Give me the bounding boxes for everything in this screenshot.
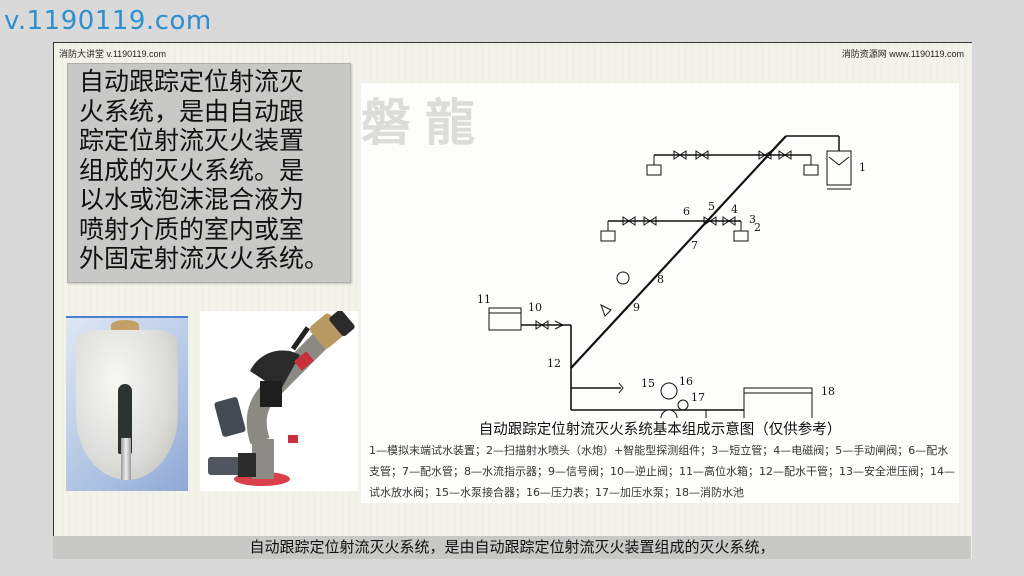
svg-text:5: 5 <box>708 200 715 213</box>
nozzle <box>121 438 131 480</box>
definition-line: 火系统，是由自动跟 <box>79 96 305 126</box>
fire-water-cannon-photo <box>200 311 358 491</box>
scanning-nozzle-detector-photo <box>66 316 188 491</box>
svg-text:8: 8 <box>657 273 664 286</box>
dome-slot <box>118 384 132 454</box>
svg-text:10: 10 <box>528 301 542 314</box>
svg-text:15: 15 <box>641 377 655 390</box>
svg-text:17: 17 <box>691 391 705 404</box>
subtitle-caption: 自动跟踪定位射流灭火系统，是由自动跟踪定位射流灭火装置组成的灭火系统， <box>53 536 971 559</box>
system-diagram: 磐龍 <box>361 83 959 503</box>
definition-line: 组成的灭火系统。是 <box>79 155 305 185</box>
svg-text:18: 18 <box>821 385 835 398</box>
diagram-legend: 1—模拟末端试水装置；2—扫描射水喷头（水炮）+智能型探测组件；3—短立管；4—… <box>369 444 955 499</box>
logo-watermark: 磐龍 <box>361 93 489 152</box>
definition-text-box: 自动跟踪定位射流灭 火系统，是由自动跟 踪定位射流灭火装置 组成的灭火系统。是 … <box>67 63 351 283</box>
svg-text:6: 6 <box>683 205 690 218</box>
definition-line: 踪定位射流灭火装置 <box>79 126 305 155</box>
svg-text:9: 9 <box>633 301 640 314</box>
definition-line: 以水或泡沫混合液为 <box>79 185 305 214</box>
definition-line: 外固定射流灭火系统。 <box>79 244 330 273</box>
site-watermark: v.1190119.com <box>4 6 212 36</box>
svg-text:12: 12 <box>547 357 561 370</box>
slide-header-right: 消防资源网 www.1190119.com <box>841 49 964 59</box>
piping-schematic: 1 2 3 4 5 6 7 8 9 10 11 12 15 16 17 18 <box>477 135 866 418</box>
definition-line: 喷射介质的室内或室 <box>79 214 305 244</box>
svg-text:1: 1 <box>859 161 866 174</box>
svg-text:2: 2 <box>754 221 761 234</box>
dome-cap <box>111 320 139 330</box>
svg-text:3: 3 <box>749 213 756 226</box>
svg-text:7: 7 <box>691 239 698 252</box>
diagram-caption: 自动跟踪定位射流灭火系统基本组成示意图（仅供参考） <box>478 422 842 438</box>
svg-text:4: 4 <box>731 203 738 216</box>
slide: 消防大讲堂 v.1190119.com 消防资源网 www.1190119.co… <box>53 42 972 559</box>
definition-line: 自动跟踪定位射流灭 <box>79 67 305 96</box>
slide-header-left: 消防大讲堂 v.1190119.com <box>59 49 167 59</box>
svg-text:16: 16 <box>679 375 693 388</box>
svg-text:11: 11 <box>477 293 491 306</box>
water-cannon-illustration <box>208 311 355 486</box>
